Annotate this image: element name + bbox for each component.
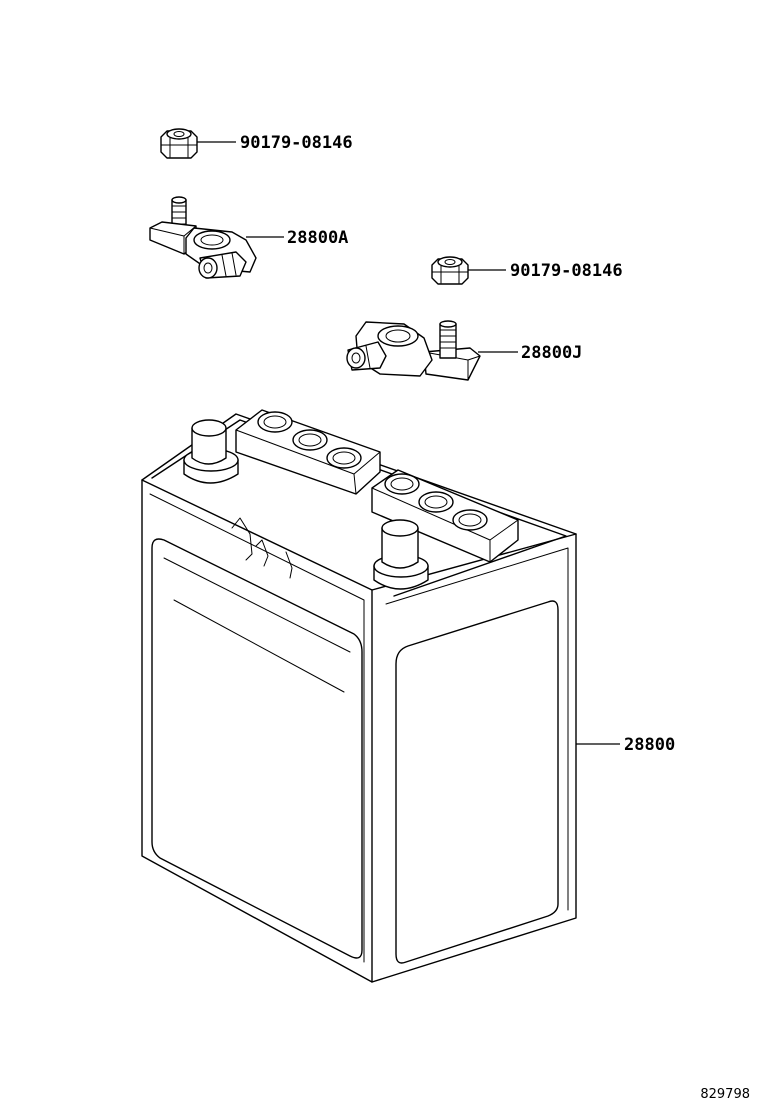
- figure-number: 829798: [700, 1087, 750, 1102]
- battery-drawing: [141, 409, 577, 983]
- terminal-j-drawing: [346, 320, 481, 381]
- label-battery: 28800: [624, 735, 675, 755]
- label-terminal-a: 28800A: [287, 228, 348, 248]
- label-nut-lower: 90179-08146: [510, 261, 623, 281]
- nut-upper-drawing: [160, 128, 198, 159]
- label-terminal-j: 28800J: [521, 343, 582, 363]
- nut-lower-drawing: [431, 256, 469, 285]
- label-nut-upper: 90179-08146: [240, 133, 353, 153]
- terminal-a-drawing: [149, 196, 257, 279]
